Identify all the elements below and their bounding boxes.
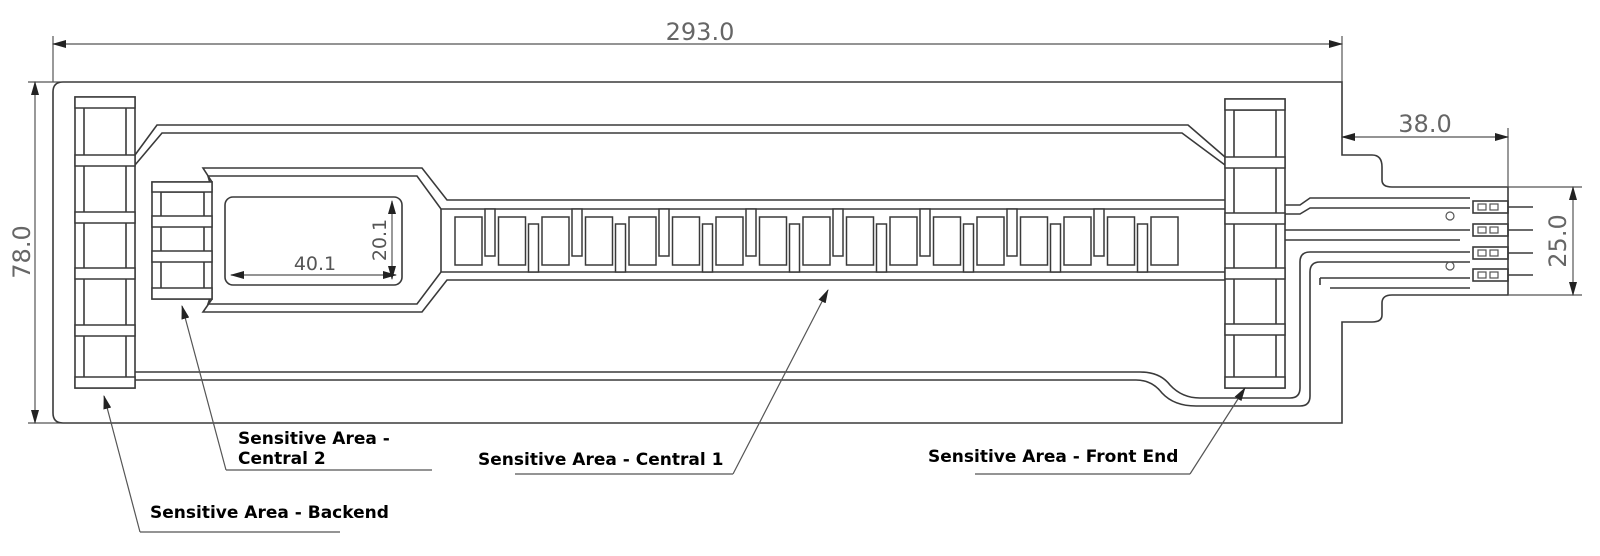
sensor-cell bbox=[1063, 216, 1092, 266]
sensor-cell bbox=[497, 216, 527, 266]
board-outline bbox=[52, 81, 1509, 424]
cell-divider bbox=[1006, 208, 1018, 257]
contact bbox=[1489, 249, 1499, 257]
cell-divider bbox=[832, 208, 844, 257]
label-backend: Sensitive Area - Backend bbox=[150, 503, 389, 523]
dimension-tail-width: 25.0 bbox=[1508, 186, 1582, 296]
central2-pad bbox=[151, 181, 213, 300]
contact bbox=[1489, 203, 1499, 211]
label-front-end: Sensitive Area - Front End bbox=[928, 447, 1178, 467]
label-central1: Sensitive Area - Central 1 bbox=[478, 450, 723, 470]
dimension-overall-length: 293.0 bbox=[52, 18, 1343, 82]
cell-divider bbox=[919, 208, 931, 257]
sensor-cell bbox=[845, 216, 875, 266]
sensor-cell bbox=[541, 216, 570, 266]
sensor-cell bbox=[584, 216, 614, 266]
cell-divider bbox=[527, 223, 540, 273]
dimension-overall-width: 78.0 bbox=[8, 81, 60, 424]
cell-divider bbox=[745, 208, 757, 257]
sensor-cell bbox=[889, 216, 918, 266]
cell-divider bbox=[1049, 223, 1062, 273]
central1-strip bbox=[440, 208, 1179, 273]
cell-divider bbox=[875, 223, 888, 273]
cell-divider bbox=[1136, 223, 1149, 273]
sensor-cell bbox=[715, 216, 744, 266]
overall-length-value: 293.0 bbox=[666, 18, 735, 46]
sensor-cell bbox=[758, 216, 788, 266]
callout-central2: Sensitive Area - Central 2 bbox=[181, 305, 432, 471]
sensor-cell bbox=[454, 216, 483, 266]
label-central2-line1: Sensitive Area - bbox=[238, 429, 390, 449]
sensor-cell bbox=[976, 216, 1005, 266]
backend-pad bbox=[74, 96, 136, 389]
contact bbox=[1477, 226, 1487, 234]
cell-divider bbox=[962, 223, 975, 273]
mounting-hole bbox=[1445, 211, 1455, 221]
connector bbox=[1445, 200, 1533, 282]
cell-divider bbox=[571, 208, 583, 257]
central2-window: 40.1 20.1 bbox=[224, 196, 403, 286]
callout-backend: Sensitive Area - Backend bbox=[103, 395, 389, 533]
cell-divider bbox=[701, 223, 714, 273]
sensor-cell bbox=[1106, 216, 1136, 266]
sensor-cell bbox=[1150, 216, 1179, 266]
top-trace bbox=[134, 124, 1226, 158]
sensor-cell bbox=[1019, 216, 1049, 266]
sensor-cell bbox=[802, 216, 831, 266]
window-width-value: 20.1 bbox=[369, 219, 391, 261]
cell-divider bbox=[614, 223, 627, 273]
contact bbox=[1477, 249, 1487, 257]
cell-divider bbox=[484, 208, 496, 257]
overall-width-value: 78.0 bbox=[8, 225, 36, 278]
front-end-pad bbox=[1224, 98, 1286, 389]
central2-frame bbox=[201, 167, 1225, 201]
callout-central1: Sensitive Area - Central 1 bbox=[478, 289, 829, 475]
callout-front-end: Sensitive Area - Front End bbox=[928, 387, 1246, 475]
contact bbox=[1477, 203, 1487, 211]
contact bbox=[1489, 271, 1499, 279]
tail-width-value: 25.0 bbox=[1544, 214, 1572, 267]
label-central2-line2: Central 2 bbox=[238, 449, 326, 469]
sensor-cell bbox=[628, 216, 657, 266]
cell-divider bbox=[788, 223, 801, 273]
cell-divider bbox=[1093, 208, 1105, 257]
contact bbox=[1489, 226, 1499, 234]
cell-divider bbox=[658, 208, 670, 257]
contact bbox=[1477, 271, 1487, 279]
tail-length-value: 38.0 bbox=[1398, 110, 1451, 138]
sensor-cell bbox=[671, 216, 701, 266]
mounting-hole bbox=[1445, 261, 1455, 271]
window-length-value: 40.1 bbox=[294, 253, 336, 275]
sensor-cell bbox=[932, 216, 962, 266]
dimension-tail-length: 38.0 bbox=[1341, 110, 1509, 187]
bottom-trace bbox=[135, 251, 1470, 399]
